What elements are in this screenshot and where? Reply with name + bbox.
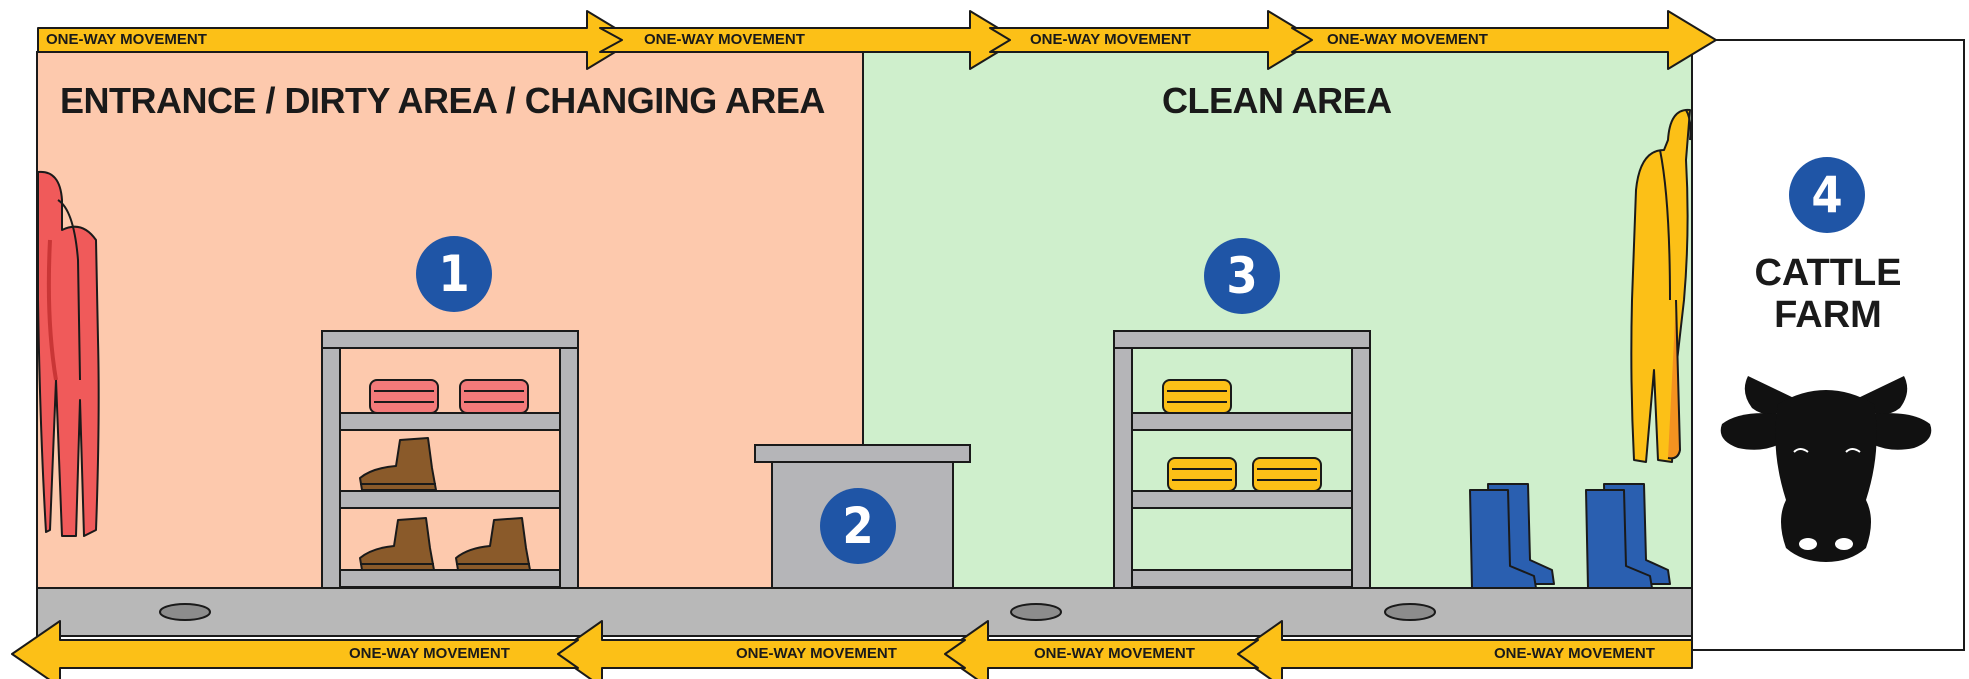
work-boots-icon — [359, 437, 531, 571]
top-arrow-label-1: ONE-WAY MOVEMENT — [46, 31, 207, 48]
top-arrow-label-4: ONE-WAY MOVEMENT — [1327, 31, 1488, 48]
clean-area-title: CLEAN AREA — [1162, 80, 1392, 121]
red-coverall-icon — [37, 170, 100, 537]
cattle-farm-title-line1: CATTLE — [1754, 252, 1902, 294]
bottom-arrow-label-3: ONE-WAY MOVEMENT — [1034, 645, 1195, 662]
bottom-arrow-label-1: ONE-WAY MOVEMENT — [349, 645, 510, 662]
arrow-left-icon — [940, 620, 1259, 679]
floor-strip — [36, 587, 1693, 637]
folded-clothes-icon — [1162, 379, 1322, 492]
floor-drain-icon — [1384, 603, 1436, 621]
floor-drain-icon — [159, 603, 211, 621]
arrow-left-icon — [554, 620, 966, 679]
top-arrow-4 — [1291, 10, 1717, 70]
arrow-left-icon — [1234, 620, 1693, 679]
cow-head-icon — [1720, 376, 1932, 562]
arrow-right-icon — [599, 10, 1019, 70]
cattle-farm-title-line2: FARM — [1774, 294, 1882, 336]
cattle-farm-title: CATTLE FARM — [1692, 252, 1964, 336]
step-badge-3: 3 — [1204, 238, 1280, 314]
step-badge-1: 1 — [416, 236, 492, 312]
folded-clothes-icon — [369, 379, 529, 414]
floor-drain-icon — [1010, 603, 1062, 621]
arrow-right-icon — [1291, 10, 1717, 70]
clean-area-zone — [862, 51, 1693, 591]
dirty-area-zone — [36, 51, 864, 591]
step-badge-2: 2 — [820, 488, 896, 564]
shelf-clean — [1113, 330, 1371, 589]
dirty-area-title: ENTRANCE / DIRTY AREA / CHANGING AREA — [60, 80, 825, 121]
yellow-coverall-icon — [1630, 108, 1692, 463]
bottom-arrow-label-2: ONE-WAY MOVEMENT — [736, 645, 897, 662]
top-arrow-2 — [599, 10, 1019, 70]
step-badge-4: 4 — [1789, 157, 1865, 233]
top-arrow-3 — [989, 10, 1317, 70]
top-arrow-label-2: ONE-WAY MOVEMENT — [644, 31, 805, 48]
arrow-left-icon — [11, 620, 579, 679]
rubber-boots-icon — [1469, 483, 1671, 589]
bottom-arrow-label-4: ONE-WAY MOVEMENT — [1494, 645, 1655, 662]
top-arrow-label-3: ONE-WAY MOVEMENT — [1030, 31, 1191, 48]
arrow-right-icon — [37, 10, 636, 70]
top-arrow-1 — [37, 10, 636, 70]
shelf-dirty — [321, 330, 579, 589]
arrow-right-icon — [989, 10, 1317, 70]
